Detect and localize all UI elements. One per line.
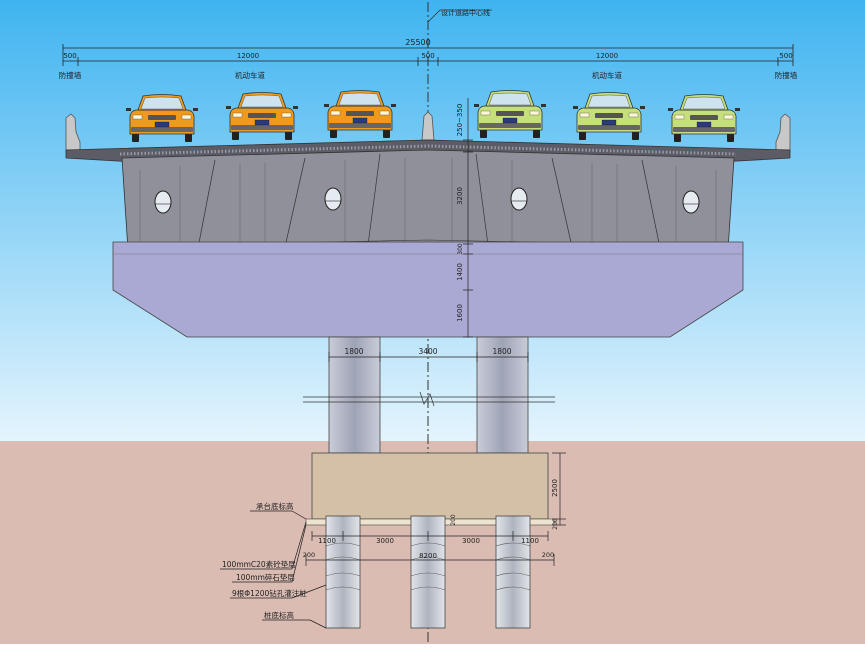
dim-vert-cap-upper: 1400: [456, 263, 464, 281]
deck-hatch: [119, 144, 737, 156]
dim-bottom-1100-right: 1100: [521, 537, 539, 545]
car-icon: [226, 92, 298, 140]
dim-side-small-left: 200: [303, 551, 315, 559]
car-icon: [126, 94, 198, 142]
centerline-leader: [427, 9, 441, 23]
porthole-icon: [154, 190, 172, 214]
crash-barrier-left: [65, 113, 81, 151]
pier-dimension-lines: [328, 352, 529, 362]
dim-total-8200: 8200: [419, 552, 437, 560]
porthole-icon: [510, 187, 528, 211]
annotation-leaders: [220, 510, 327, 629]
label-barrier-right: 防撞墙: [775, 70, 798, 80]
dim-vert-bearing: 300: [457, 243, 464, 255]
dim-vert-deck: 250~350: [456, 104, 464, 137]
dim-vert-girder: 3200: [456, 187, 464, 205]
dim-pier-gap: 3400: [418, 347, 437, 356]
dim-total-width: 25500: [405, 38, 430, 47]
annotation-cap-bottom-elevation: 承台底标高: [256, 501, 294, 511]
dim-bottom-3000-left: 3000: [376, 537, 394, 545]
dim-bottom-3000-right: 3000: [462, 537, 480, 545]
dim-bottom-1100-left: 1100: [318, 537, 336, 545]
annotation-c20-cushion: 100mmC20素砼垫层: [222, 559, 296, 569]
dim-cap-height: 2500: [551, 479, 559, 497]
cap-beam: [112, 241, 744, 338]
dim-seg-lane-left: 12000: [237, 52, 259, 60]
foundation-dimension-lines: [305, 452, 566, 566]
top-dimension-group: [62, 44, 794, 66]
crash-barrier-median: [421, 111, 435, 141]
girder-webs: [197, 153, 661, 249]
dim-seg-barrier-left: 500: [63, 52, 76, 60]
dim-pier-right: 1800: [492, 347, 511, 356]
dim-seg-lane-right: 12000: [596, 52, 618, 60]
crash-barrier-right: [775, 113, 791, 151]
dim-vert-cap-lower: 1600: [456, 304, 464, 322]
dim-seg-barrier-right: 500: [779, 52, 792, 60]
porthole-icon: [324, 187, 342, 211]
pier-left: [328, 336, 381, 454]
annotation-bored-piles: 9根Φ1200钻孔灌注桩: [232, 588, 307, 598]
annotation-pile-bottom-elevation: 桩底标高: [264, 610, 294, 620]
vertical-dimension-line: [463, 98, 473, 338]
label-barrier-left: 防撞墙: [59, 70, 82, 80]
porthole-icon: [682, 190, 700, 214]
label-lane-left: 机动车道: [235, 70, 265, 80]
dim-cap-small-right: 200: [552, 518, 559, 530]
annotation-gravel-cushion: 100mm碎石垫层: [236, 572, 295, 582]
pier-break-lines: [303, 391, 555, 407]
centerline-label: 设计道路中心线: [441, 8, 490, 17]
dim-seg-median: 500: [421, 52, 434, 60]
car-icon: [474, 90, 546, 138]
label-lane-right: 机动车道: [592, 70, 622, 80]
car-icon: [668, 94, 740, 142]
girder-diaphragm-lines: [139, 158, 717, 248]
dim-side-small-right: 200: [542, 551, 554, 559]
pier-right: [476, 336, 529, 454]
pile-cap: [311, 452, 549, 520]
dim-cap-small-center: 200: [450, 514, 457, 526]
car-layer: [126, 90, 740, 142]
dim-pier-left: 1800: [344, 347, 363, 356]
car-icon: [324, 90, 396, 138]
car-icon: [573, 92, 645, 140]
